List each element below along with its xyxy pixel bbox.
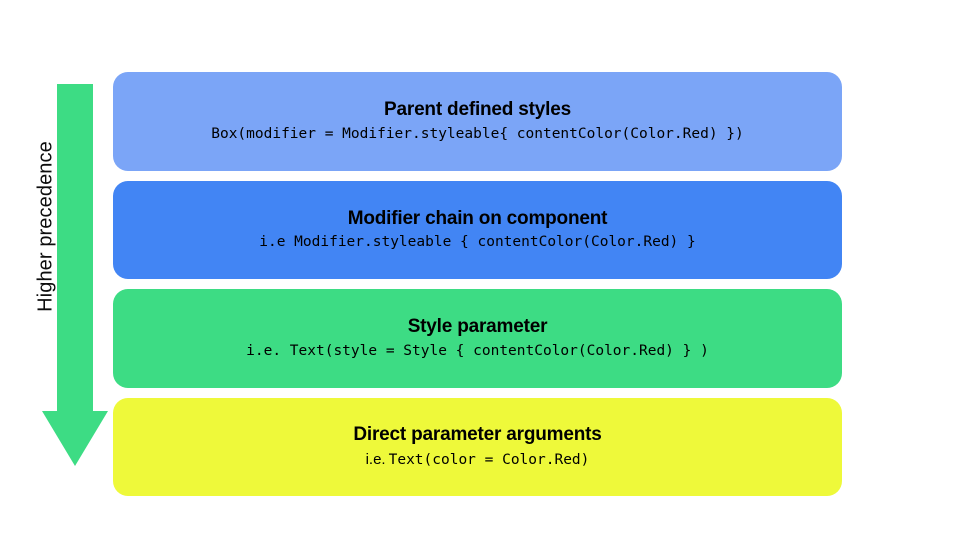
- level-code-snippet: Text(color = Color.Red): [388, 451, 590, 468]
- level-code: i.e. Text(color = Color.Red): [366, 450, 590, 471]
- precedence-level-modifier-chain: Modifier chain on component i.e Modifier…: [113, 180, 842, 279]
- precedence-stack: Parent defined styles Box(modifier = Mod…: [113, 72, 842, 496]
- precedence-level-direct-parameter-arguments: Direct parameter arguments i.e. Text(col…: [113, 397, 842, 496]
- level-code: i.e. Text(style = Style { contentColor(C…: [246, 342, 709, 359]
- level-title: Modifier chain on component: [347, 207, 608, 229]
- level-code-prefix: i.e.: [365, 450, 389, 468]
- precedence-level-parent-defined-styles: Parent defined styles Box(modifier = Mod…: [113, 72, 842, 171]
- level-title: Parent defined styles: [384, 99, 571, 121]
- precedence-level-style-parameter: Style parameter i.e. Text(style = Style …: [113, 289, 842, 388]
- precedence-axis-label: Higher precedence: [34, 141, 57, 312]
- downward-arrow-icon: [42, 84, 108, 466]
- level-code: i.e Modifier.styleable { contentColor(Co…: [259, 234, 696, 251]
- precedence-axis: Higher precedence: [0, 0, 113, 540]
- level-title: Style parameter: [407, 316, 548, 338]
- level-code: Box(modifier = Modifier.styleable{ conte…: [211, 125, 744, 142]
- level-title: Direct parameter arguments: [353, 424, 602, 446]
